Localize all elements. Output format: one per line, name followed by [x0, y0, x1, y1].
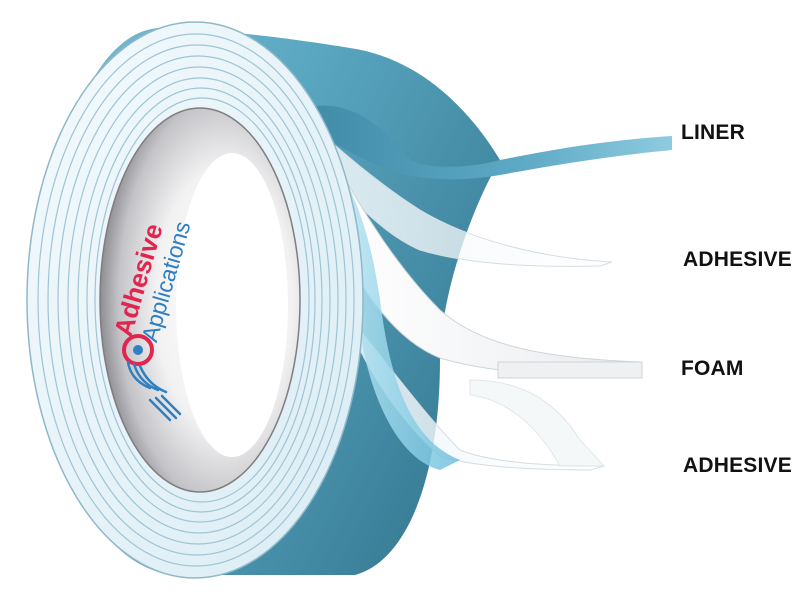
tape-wrap-rings: [37, 33, 355, 567]
layer-label-adhesive-bottom: ADHESIVE: [683, 454, 792, 477]
layer-label-adhesive-top: ADHESIVE: [683, 248, 792, 271]
liner-strip: [300, 105, 672, 180]
adhesive-top-layer: [299, 114, 613, 267]
tape-core-hole: [176, 153, 288, 457]
tape-roll-illustration: [26, 21, 672, 579]
adhesive-bottom-curl: [469, 379, 606, 467]
layer-label-foam: FOAM: [681, 357, 744, 380]
layer-label-liner: LINER: [681, 121, 745, 144]
adhesive-applications-logo-icon: [122, 334, 182, 422]
foam-edge: [497, 361, 643, 379]
